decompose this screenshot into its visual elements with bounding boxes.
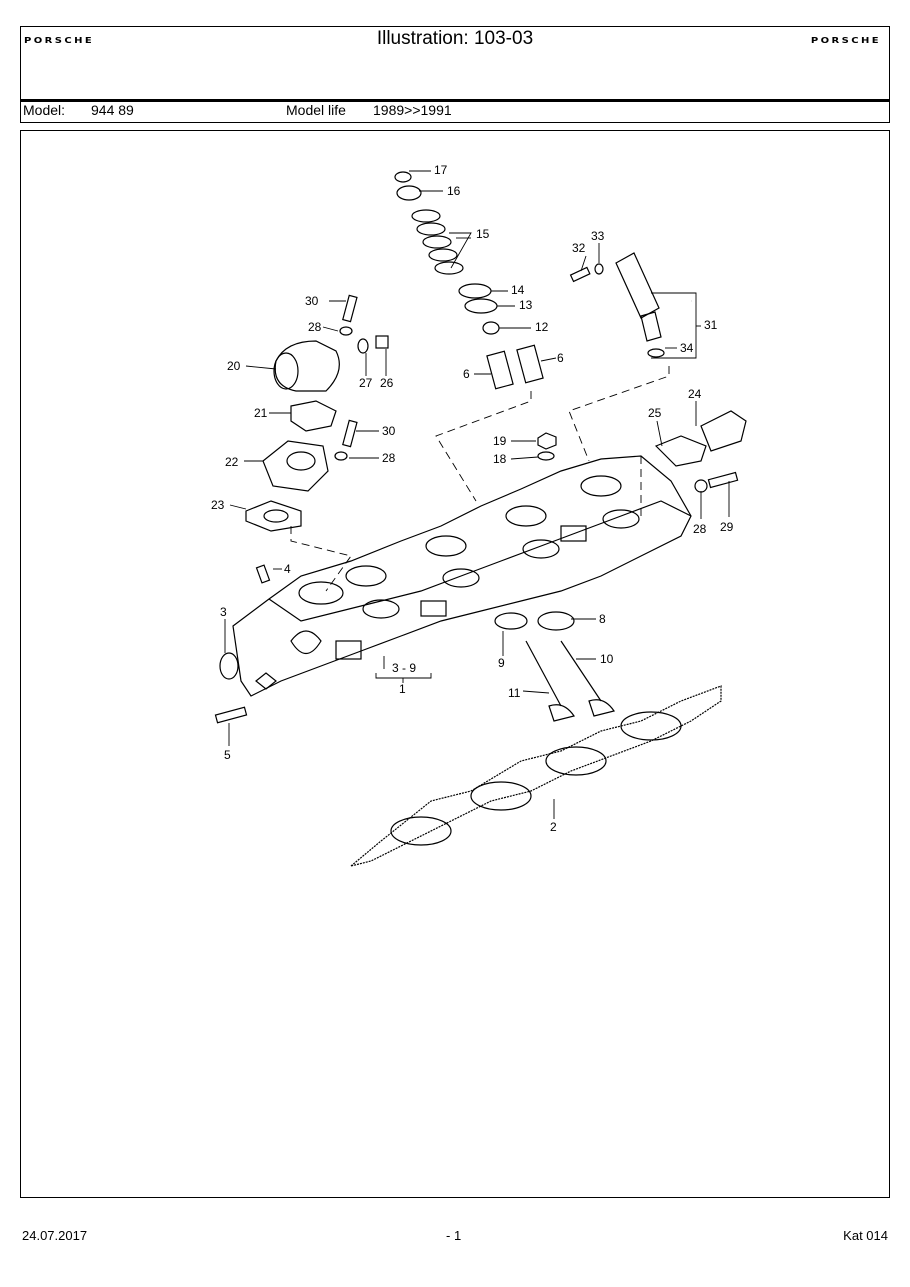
callout-33: 33 <box>591 229 605 243</box>
callout-28a: 28 <box>308 320 322 334</box>
header-divider <box>20 99 890 102</box>
model-life-label: Model life <box>286 102 346 118</box>
callout-25: 25 <box>648 406 662 420</box>
model-value: 944 89 <box>91 102 134 118</box>
assembly-lines <box>290 366 670 592</box>
valve-spring-stack <box>394 171 544 390</box>
model-label: Model: <box>23 102 66 118</box>
callout-31: 31 <box>704 318 718 332</box>
callout-6a: 6 <box>463 367 470 381</box>
callout-30b: 30 <box>382 424 396 438</box>
callout-23: 23 <box>211 498 225 512</box>
small-parts <box>214 564 271 724</box>
head-gasket <box>350 685 722 867</box>
callout-16: 16 <box>447 184 461 198</box>
callout-28c: 28 <box>693 522 707 536</box>
intake-elbow-assembly <box>245 294 389 532</box>
footer-page-number: - 1 <box>446 1228 462 1243</box>
porsche-logo-right: PORSCHE <box>810 37 881 46</box>
callout-10: 10 <box>600 652 614 666</box>
callout-26: 26 <box>380 376 394 390</box>
callout-13: 13 <box>519 298 533 312</box>
callout-30a: 30 <box>305 294 319 308</box>
model-row: Model: 944 89 Model life 1989>>1991 <box>20 102 890 123</box>
callout-5: 5 <box>224 748 231 762</box>
callout-32: 32 <box>572 241 586 255</box>
illustration-title: Illustration: 103-03 <box>376 28 534 49</box>
callout-34: 34 <box>680 341 694 355</box>
callout-3: 3 <box>220 605 227 619</box>
cylinder-head <box>232 455 692 697</box>
callout-28b: 28 <box>382 451 396 465</box>
valves <box>494 611 615 722</box>
callout-27: 27 <box>359 376 373 390</box>
tensioner-assembly <box>537 252 747 493</box>
callout-15: 15 <box>476 227 490 241</box>
callout-12: 12 <box>535 320 549 334</box>
callout-20: 20 <box>227 359 241 373</box>
footer-date: 24.07.2017 <box>22 1228 88 1243</box>
leader-lines <box>224 170 730 819</box>
callout-2: 2 <box>550 820 557 834</box>
callout-21: 21 <box>254 406 268 420</box>
callout-14: 14 <box>511 283 525 297</box>
callout-11: 11 <box>508 686 521 700</box>
porsche-logo-left: PORSCHE <box>24 37 95 46</box>
exploded-diagram: 17 16 15 14 13 12 6 6 30 28 27 26 20 21 … <box>20 130 890 1198</box>
callout-22: 22 <box>225 455 239 469</box>
callout-17: 17 <box>434 163 448 177</box>
callout-4: 4 <box>284 562 291 576</box>
callout-1: 1 <box>399 682 406 696</box>
callout-8: 8 <box>599 612 606 626</box>
model-life-value: 1989>>1991 <box>373 102 452 118</box>
callout-labels: 17 16 15 14 13 12 6 6 30 28 27 26 20 21 … <box>211 163 734 834</box>
callout-19: 19 <box>493 434 507 448</box>
callout-9: 9 <box>498 656 505 670</box>
callout-24: 24 <box>688 387 702 401</box>
callout-6b: 6 <box>557 351 564 365</box>
header-box: PORSCHE Illustration: 103-03 PORSCHE <box>20 26 890 100</box>
callout-29: 29 <box>720 520 734 534</box>
footer-catalog: Kat 014 <box>843 1228 888 1243</box>
callout-18: 18 <box>493 452 507 466</box>
callout-3-9: 3 - 9 <box>392 661 416 675</box>
